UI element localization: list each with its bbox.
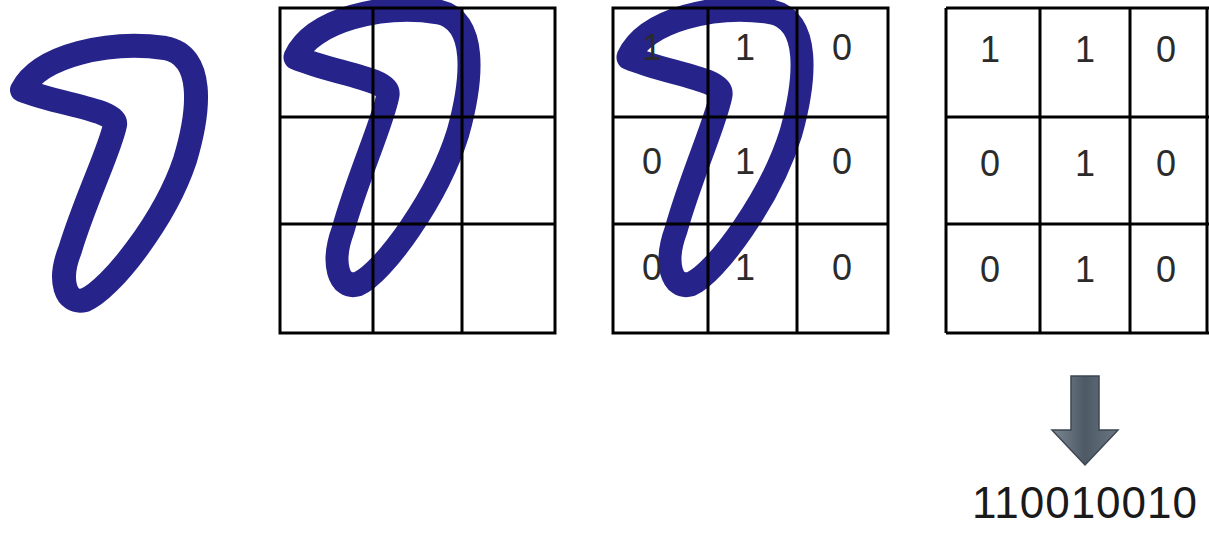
grid-cell-value: 0: [1156, 252, 1176, 288]
grid-cell-value: 1: [735, 30, 755, 66]
binary-code: 110010010: [972, 481, 1198, 525]
grid-cell-value: 1: [735, 250, 755, 286]
grid-cell-value: 1: [980, 32, 1000, 68]
shape: [295, 10, 469, 285]
shape: [22, 46, 196, 301]
grid-cell-value: 0: [832, 144, 852, 180]
grid: [946, 8, 1209, 333]
down-arrow: [1052, 376, 1118, 465]
grid-cell-value: 1: [1075, 252, 1095, 288]
grid-cell-value: 1: [1075, 146, 1095, 182]
grid-cell-value: 1: [735, 144, 755, 180]
grid: [613, 8, 888, 333]
grid-cell-value: 1: [1075, 32, 1095, 68]
grid-cell-value: 0: [980, 146, 1000, 182]
grid-cell-value: 0: [832, 250, 852, 286]
grid: [280, 8, 555, 333]
shape: [628, 10, 802, 285]
grid-cell-value: 0: [980, 252, 1000, 288]
grid-cell-value: 0: [1156, 146, 1176, 182]
grid-cell-value: 1: [642, 30, 662, 66]
grid-cell-value: 0: [642, 144, 662, 180]
grid-cell-value: 0: [1156, 32, 1176, 68]
grid-cell-value: 0: [832, 30, 852, 66]
grid-cell-value: 0: [642, 250, 662, 286]
